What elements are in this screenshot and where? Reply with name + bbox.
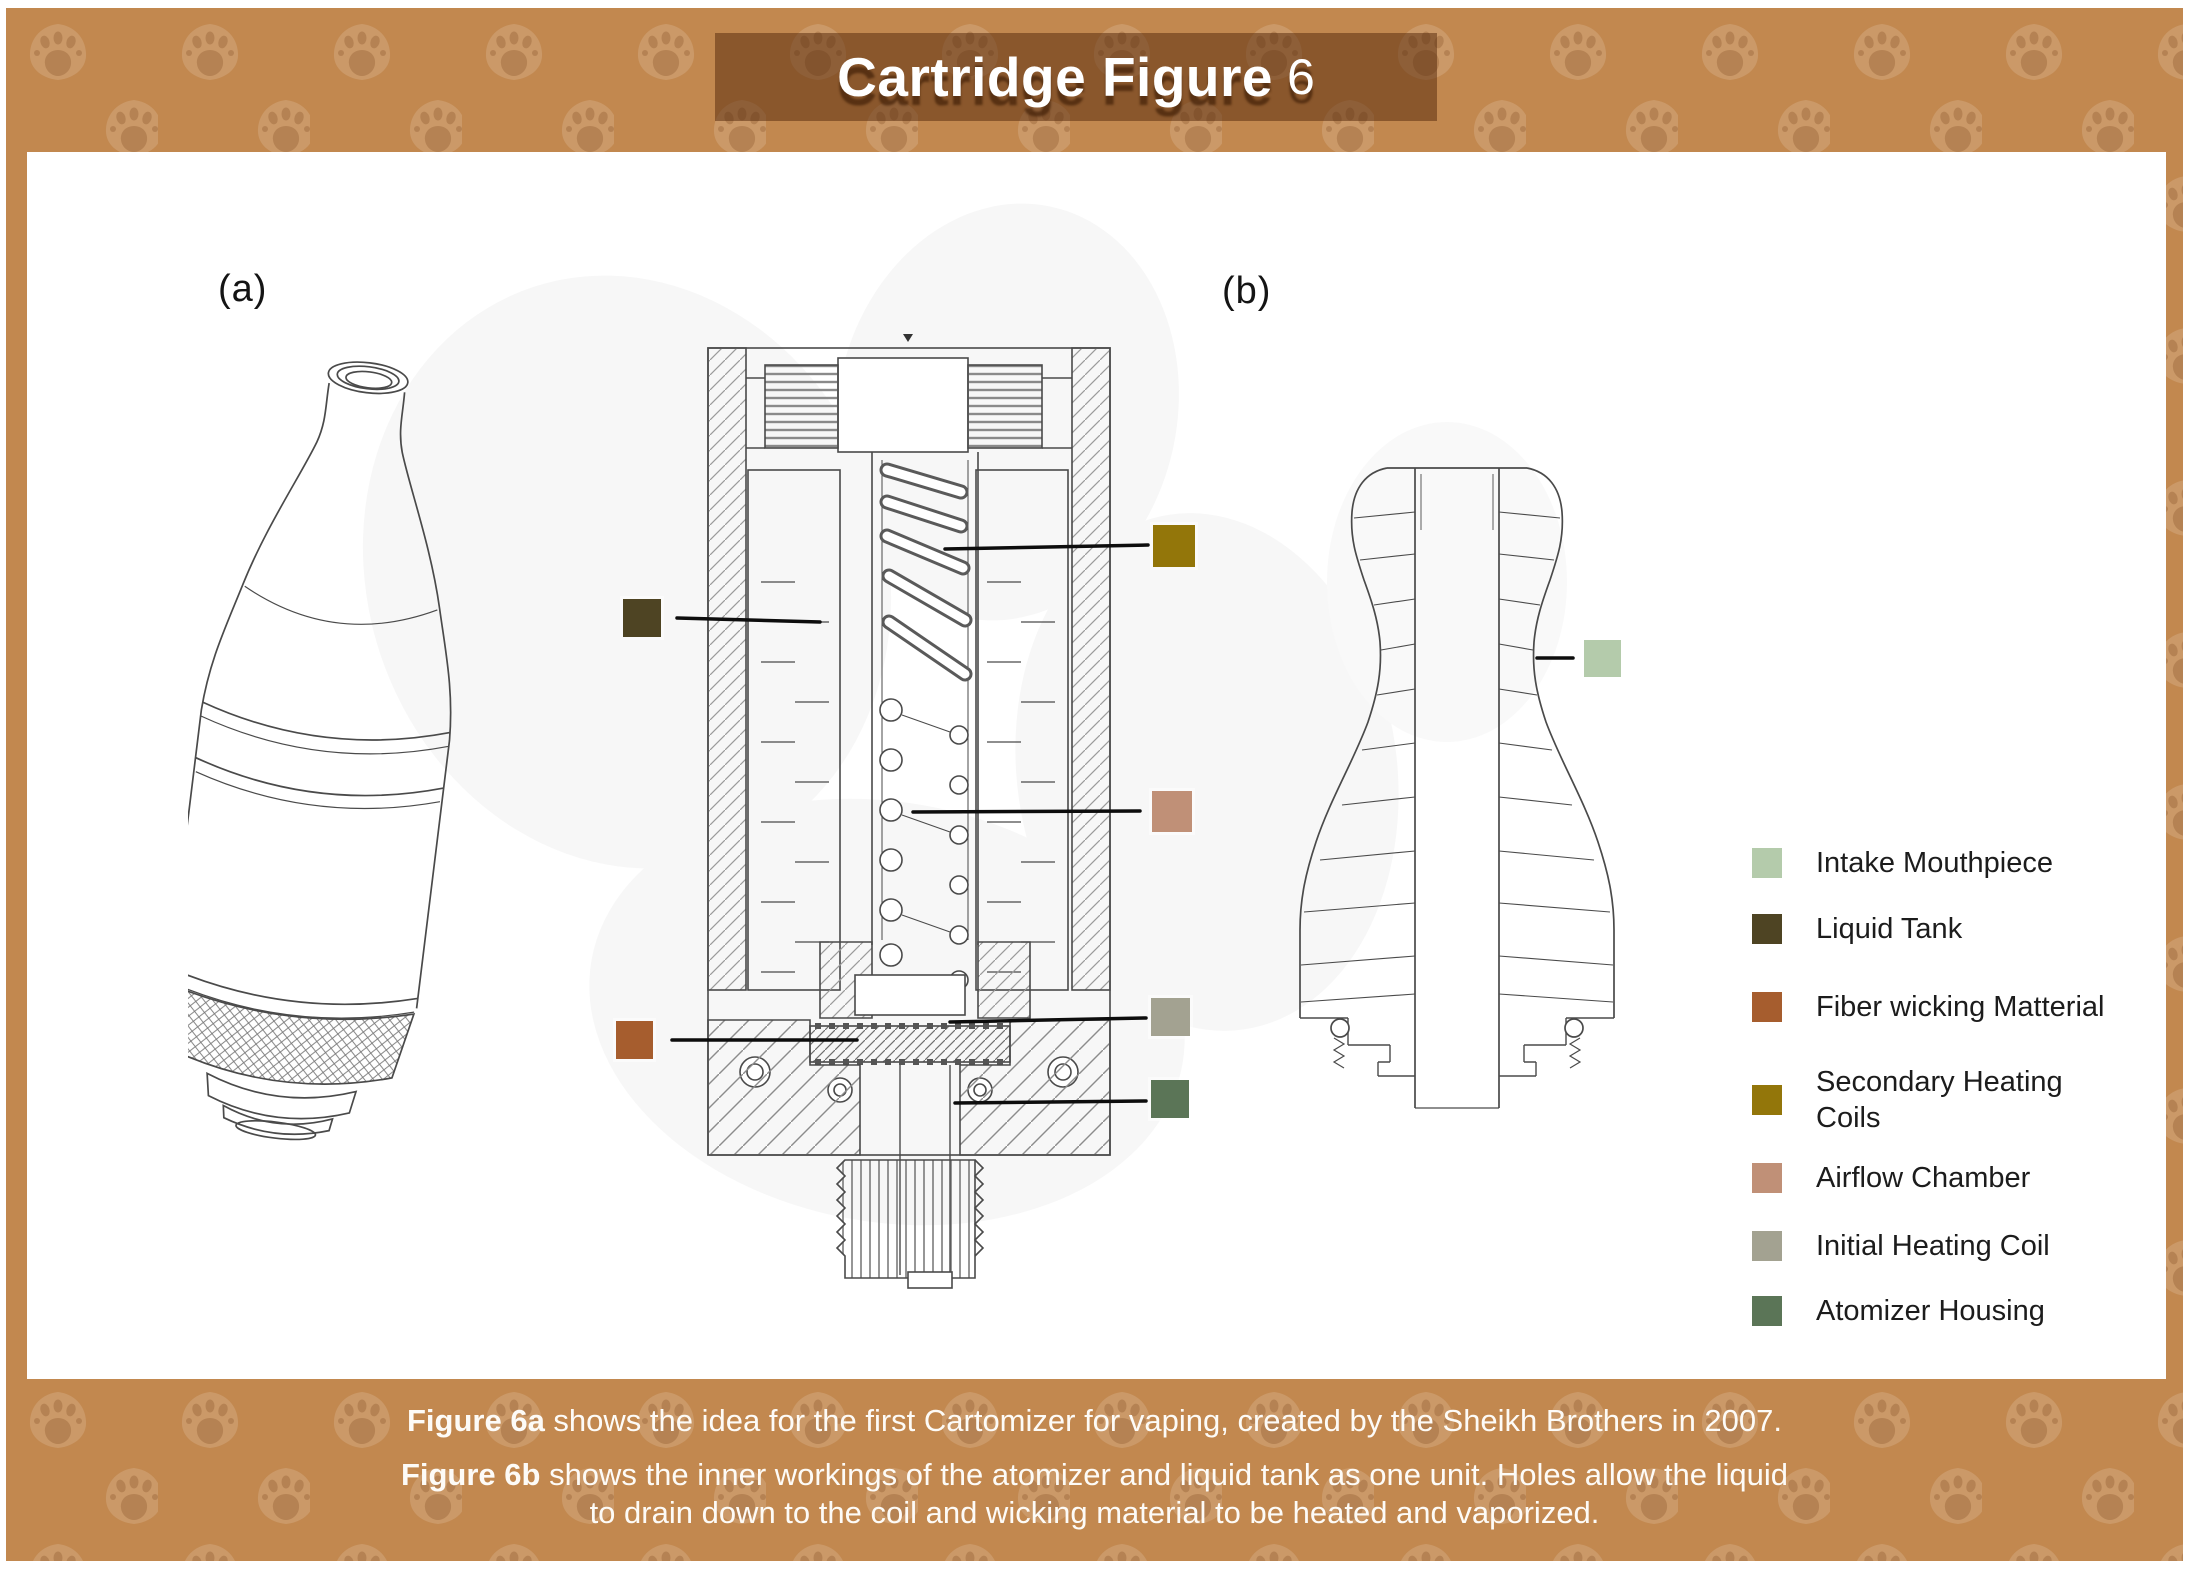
legend: Intake Mouthpiece Liquid Tank Fiber wick… <box>1752 836 2162 1356</box>
page-title-number: 6 <box>1287 49 1315 105</box>
callout-swatch-initial-coil <box>1151 998 1190 1036</box>
caption-6a-text: shows the idea for the first Cartomizer … <box>544 1403 1782 1438</box>
callout-swatch-intake-mouthpiece <box>1584 640 1621 677</box>
figure-b-cross-section <box>1299 467 1615 1109</box>
watermark-shape <box>362 203 1567 1226</box>
legend-swatch-liquid-tank <box>1752 914 1782 944</box>
legend-swatch-fiber-wicking <box>1752 992 1782 1022</box>
legend-item-initial-coil: Initial Heating Coil <box>1752 1226 2121 1266</box>
callout-lines <box>670 543 1575 1105</box>
callout-swatch-fiber-wicking <box>616 1021 653 1059</box>
figure-center-cross-section <box>707 334 1111 1289</box>
legend-label: Fiber wicking Matterial <box>1816 991 2105 1023</box>
caption-6a-bold: Figure 6a <box>406 1403 545 1438</box>
figure-b-label: (b) <box>1222 270 1272 312</box>
legend-swatch-atomizer-housing <box>1752 1296 1782 1326</box>
legend-label: Intake Mouthpiece <box>1816 847 2053 879</box>
figure-a-label: (a) <box>218 268 268 310</box>
caption-6b-text-line2: to drain down to the coil and wicking ma… <box>589 1495 1600 1530</box>
legend-label: Airflow Chamber <box>1816 1162 2031 1194</box>
legend-item-liquid-tank: Liquid Tank <box>1752 909 2121 949</box>
legend-label: Initial Heating Coil <box>1816 1230 2050 1262</box>
callout-swatch-liquid-tank <box>623 599 661 637</box>
legend-label: Secondary Heating Coils <box>1816 1066 2063 1134</box>
legend-swatch-airflow-chamber <box>1752 1163 1782 1193</box>
caption-6b-text-line1: shows the inner workings of the atomizer… <box>540 1457 1789 1492</box>
legend-label: Atomizer Housing <box>1816 1295 2045 1327</box>
pointer-marker <box>903 334 913 342</box>
caption-block: Figure 6a shows the idea for the first C… <box>0 1402 2189 1532</box>
legend-item-fiber-wicking: Fiber wicking Matterial <box>1752 969 2121 1045</box>
legend-item-atomizer-housing: Atomizer Housing <box>1752 1291 2121 1331</box>
title-banner: Cartridge Figure 6 <box>715 33 1437 121</box>
callout-swatch-airflow-chamber <box>1152 791 1192 832</box>
legend-item-airflow-chamber: Airflow Chamber <box>1752 1158 2121 1198</box>
legend-swatch-intake-mouthpiece <box>1752 848 1782 878</box>
legend-item-intake-mouthpiece: Intake Mouthpiece <box>1752 843 2121 883</box>
legend-item-secondary-coils: Secondary Heating Coils <box>1752 1062 2121 1138</box>
caption-figure-6b: Figure 6b shows the inner workings of th… <box>0 1456 2189 1532</box>
legend-swatch-initial-coil <box>1752 1231 1782 1261</box>
callout-swatch-atomizer-housing <box>1151 1080 1189 1118</box>
caption-6b-bold: Figure 6b <box>400 1457 541 1492</box>
legend-swatch-secondary-coils <box>1752 1085 1782 1115</box>
figure-a-isometric-drawing <box>188 361 452 1141</box>
callout-swatch-secondary-coils <box>1153 525 1195 567</box>
legend-label: Liquid Tank <box>1816 913 1963 945</box>
page-title: Cartridge Figure <box>837 46 1274 108</box>
caption-figure-6a: Figure 6a shows the idea for the first C… <box>0 1402 2189 1440</box>
